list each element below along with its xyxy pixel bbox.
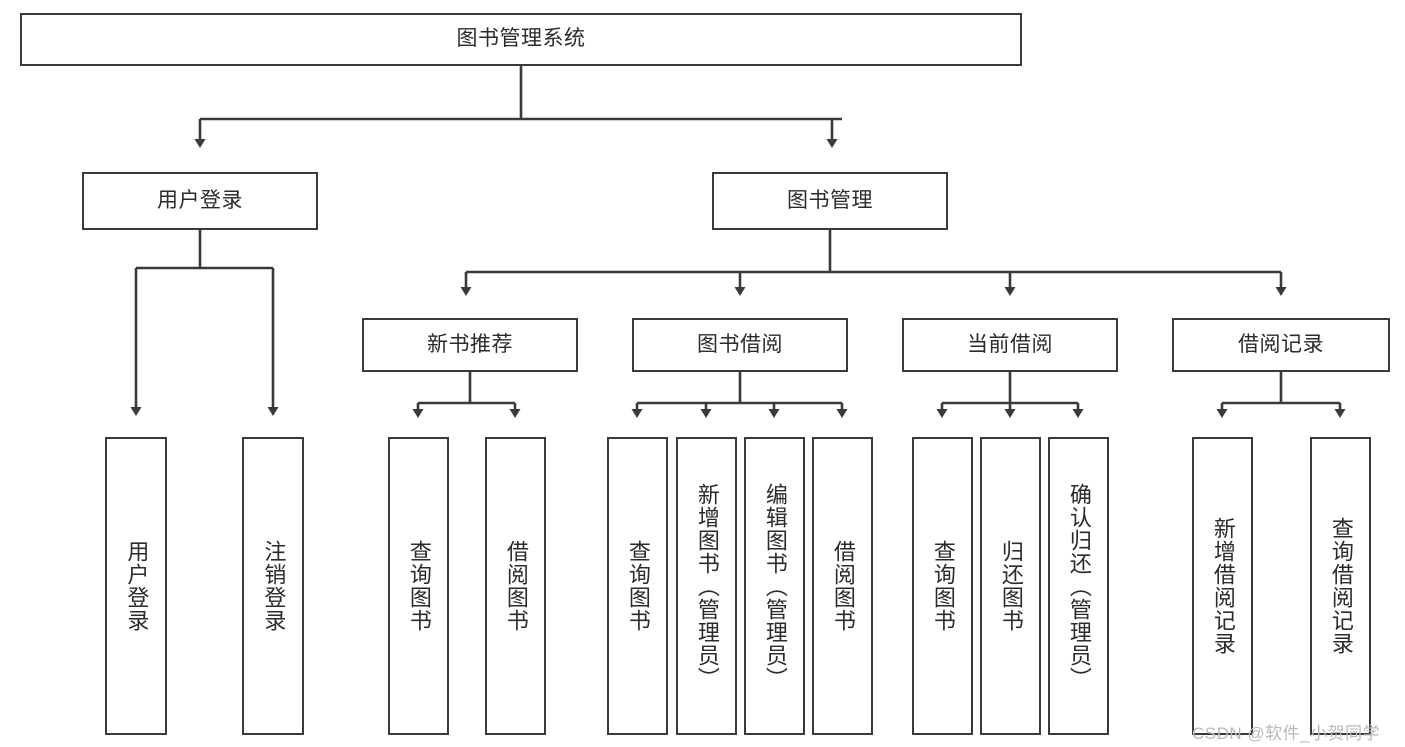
node-leaf-return-book[interactable]: 归还图书: [980, 437, 1041, 735]
node-new-book-recommend-label: 新书推荐: [427, 332, 513, 356]
node-leaf-borrow-books[interactable]: 借阅图书: [812, 437, 873, 735]
node-leaf-add-borrow-record[interactable]: 新增借阅记录: [1192, 437, 1253, 735]
node-leaf-edit-book-admin-label: 编辑图书（管理员）: [762, 482, 788, 690]
node-book-management[interactable]: 图书管理: [712, 172, 948, 230]
node-leaf-user-login[interactable]: 用户登录: [105, 437, 167, 735]
node-leaf-edit-book-admin[interactable]: 编辑图书（管理员）: [744, 437, 805, 735]
node-leaf-query-books-current-label: 查询图书: [930, 540, 956, 632]
node-leaf-query-books-current[interactable]: 查询图书: [912, 437, 973, 735]
node-leaf-add-book-admin-label: 新增图书（管理员）: [694, 482, 720, 690]
node-book-borrow[interactable]: 图书借阅: [632, 318, 848, 372]
node-leaf-borrow-books-recommend-label: 借阅图书: [503, 540, 529, 632]
node-leaf-query-books-recommend-label: 查询图书: [406, 540, 432, 632]
node-leaf-add-book-admin[interactable]: 新增图书（管理员）: [676, 437, 737, 735]
node-root[interactable]: 图书管理系统: [20, 13, 1022, 66]
node-leaf-query-books-borrow[interactable]: 查询图书: [607, 437, 668, 735]
node-leaf-user-login-label: 用户登录: [124, 540, 150, 632]
node-leaf-add-borrow-record-label: 新增借阅记录: [1210, 517, 1236, 655]
node-leaf-logout-label: 注销登录: [261, 540, 287, 632]
node-leaf-logout[interactable]: 注销登录: [242, 437, 304, 735]
node-borrow-record-label: 借阅记录: [1238, 332, 1324, 356]
node-leaf-query-borrow-record[interactable]: 查询借阅记录: [1310, 437, 1371, 735]
node-root-label: 图书管理系统: [456, 27, 586, 51]
node-borrow-record[interactable]: 借阅记录: [1172, 318, 1390, 372]
node-book-management-label: 图书管理: [787, 188, 873, 212]
node-new-book-recommend[interactable]: 新书推荐: [362, 318, 578, 372]
csdn-watermark: CSDN @软件_小贺同学: [1192, 724, 1381, 743]
node-leaf-borrow-books-label: 借阅图书: [830, 540, 856, 632]
node-leaf-confirm-return-admin-label: 确认归还（管理员）: [1066, 482, 1092, 690]
node-current-borrow[interactable]: 当前借阅: [902, 318, 1118, 372]
node-user-login-label: 用户登录: [157, 188, 243, 212]
node-leaf-query-books-recommend[interactable]: 查询图书: [388, 437, 449, 735]
node-leaf-borrow-books-recommend[interactable]: 借阅图书: [485, 437, 546, 735]
node-leaf-query-borrow-record-label: 查询借阅记录: [1328, 517, 1354, 655]
node-current-borrow-label: 当前借阅: [967, 332, 1053, 356]
node-user-login[interactable]: 用户登录: [82, 172, 318, 230]
node-leaf-query-books-borrow-label: 查询图书: [625, 540, 651, 632]
node-leaf-confirm-return-admin[interactable]: 确认归还（管理员）: [1048, 437, 1109, 735]
node-leaf-return-book-label: 归还图书: [998, 540, 1024, 632]
node-book-borrow-label: 图书借阅: [697, 332, 783, 356]
